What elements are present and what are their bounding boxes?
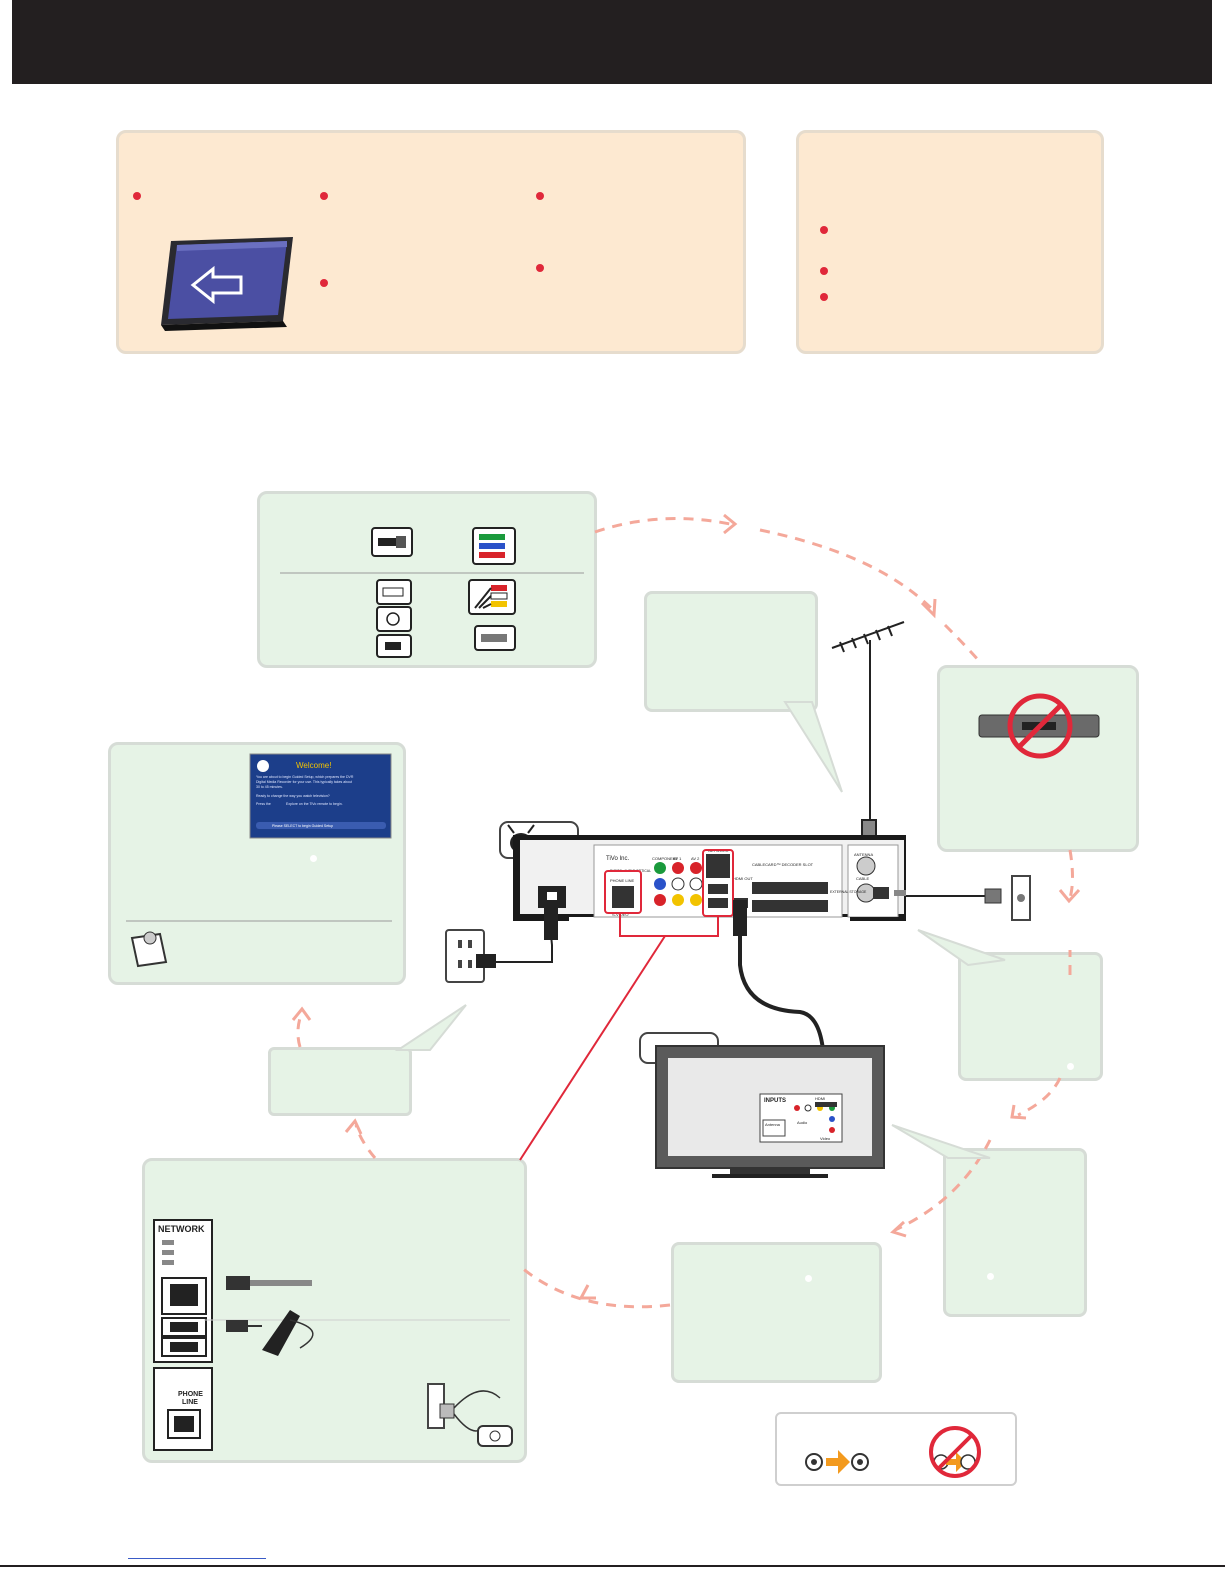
coax-cable-icon bbox=[474, 625, 516, 651]
cable-types-panel bbox=[257, 491, 597, 668]
svg-text:AV 1: AV 1 bbox=[673, 856, 682, 861]
cablecard-icon bbox=[161, 237, 293, 331]
note-pin-icon bbox=[130, 931, 168, 968]
svideo-cable-icon bbox=[376, 606, 412, 632]
coax-callout bbox=[958, 952, 1103, 1081]
wireless-adapter-icon bbox=[226, 1310, 314, 1356]
coax-wall-jack-icon bbox=[906, 875, 1031, 921]
svg-text:You are about to begin Guided: You are about to begin Guided Setup, whi… bbox=[256, 775, 354, 779]
power-callout bbox=[268, 1047, 412, 1116]
svg-text:PHONE: PHONE bbox=[178, 1391, 203, 1398]
bullet bbox=[133, 192, 141, 200]
callout-pointer bbox=[394, 1004, 467, 1051]
footer-line bbox=[0, 1565, 1225, 1567]
antenna-callout bbox=[644, 591, 818, 712]
svg-text:COMPONENT: COMPONENT bbox=[652, 856, 679, 861]
arrow-heads bbox=[291, 513, 1081, 1300]
phone-port-illustration: PHONE LINE bbox=[153, 1367, 213, 1451]
telephone-icon bbox=[477, 1425, 513, 1447]
svg-text:30 to 45 minutes.: 30 to 45 minutes. bbox=[256, 785, 283, 789]
svg-text:Press the: Press the bbox=[256, 802, 271, 806]
svg-text:NETWORK: NETWORK bbox=[158, 1224, 205, 1234]
svg-text:Explore on the TiVo remote to: Explore on the TiVo remote to begin. bbox=[286, 802, 343, 806]
coax-tip-box bbox=[775, 1412, 1017, 1486]
tivo-box-back-panel: TiVo Inc. COMPONENT AV 1 AV 2 NETWORK PH… bbox=[513, 835, 906, 918]
setup-callout bbox=[671, 1242, 882, 1383]
svg-text:EXTERNAL STORAGE: EXTERNAL STORAGE bbox=[830, 890, 867, 894]
header-bar bbox=[12, 0, 1212, 84]
bullet bbox=[1067, 1063, 1074, 1070]
usb-cable-icon bbox=[376, 634, 412, 658]
svg-text:CABLE: CABLE bbox=[856, 876, 869, 881]
bullet bbox=[320, 192, 328, 200]
bullet bbox=[820, 267, 828, 275]
bullet bbox=[536, 192, 544, 200]
ethernet-cable-icon bbox=[226, 1276, 312, 1290]
svg-text:Welcome!: Welcome! bbox=[296, 761, 331, 770]
bullet bbox=[310, 855, 317, 862]
cable-notes-panel bbox=[796, 130, 1104, 354]
svg-text:AV 2: AV 2 bbox=[691, 856, 700, 861]
bullet bbox=[987, 1273, 994, 1280]
svg-text:Video: Video bbox=[820, 1136, 831, 1141]
component-cable-icon bbox=[472, 527, 516, 565]
network-port-illustration: NETWORK bbox=[153, 1219, 213, 1363]
coax-tip-illustration bbox=[805, 1426, 981, 1478]
cablecard-notes-panel bbox=[116, 130, 746, 354]
svg-text:PHONE LINE: PHONE LINE bbox=[610, 878, 635, 883]
optical-cable-icon bbox=[376, 579, 412, 605]
footer-link bbox=[128, 1558, 266, 1559]
bullet bbox=[820, 293, 828, 301]
svg-text:ANTENNA: ANTENNA bbox=[854, 852, 873, 857]
dashed-flow-arrows bbox=[296, 517, 1074, 1309]
svg-text:HDMI: HDMI bbox=[815, 1096, 825, 1101]
callout-pointer bbox=[891, 1124, 991, 1159]
bullet bbox=[820, 226, 828, 234]
bullet bbox=[805, 1275, 812, 1282]
svg-text:Ready to change the way you wa: Ready to change the way you watch televi… bbox=[256, 794, 330, 798]
composite-cable-icon bbox=[468, 579, 516, 615]
svg-text:Audio: Audio bbox=[797, 1120, 808, 1125]
svg-text:CABLECARD™ DECODER SLOT: CABLECARD™ DECODER SLOT bbox=[752, 862, 814, 867]
bullet bbox=[536, 264, 544, 272]
callout-pointer bbox=[783, 701, 843, 793]
svg-text:Please SELECT to begin Guided: Please SELECT to begin Guided Setup bbox=[272, 824, 333, 828]
svg-text:Digital Media Recorder for you: Digital Media Recorder for your use. Thi… bbox=[256, 780, 352, 784]
svg-text:HDMI OUT: HDMI OUT bbox=[733, 876, 753, 881]
welcome-screen-icon: Welcome! You are about to begin Guided S… bbox=[249, 753, 392, 839]
power-outlet-icon bbox=[445, 900, 558, 983]
television-icon: INPUTS HDMI Audio Video Antenna bbox=[655, 1045, 885, 1178]
hdmi-cable bbox=[738, 935, 826, 1071]
cable-box-prohibited-icon bbox=[978, 693, 1100, 759]
svg-text:INPUTS: INPUTS bbox=[764, 1098, 786, 1104]
svg-text:Antenna: Antenna bbox=[765, 1122, 781, 1127]
antenna-icon bbox=[831, 621, 905, 853]
bullet bbox=[320, 279, 328, 287]
tivo-brand-label: TiVo Inc. bbox=[606, 856, 629, 862]
phone-wall-jack-icon bbox=[427, 1383, 501, 1432]
callout-pointer bbox=[917, 929, 1006, 967]
hdmi-cable-icon bbox=[371, 527, 413, 557]
svg-text:LINE: LINE bbox=[182, 1399, 198, 1406]
